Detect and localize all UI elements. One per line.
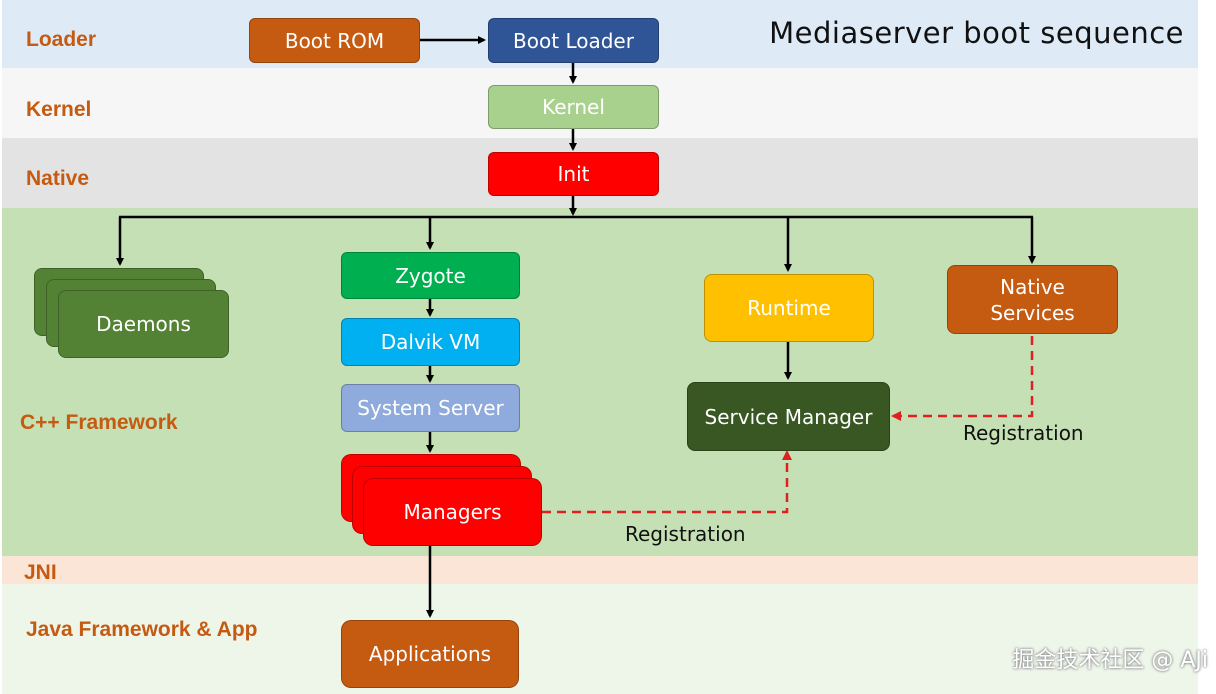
applications-node: Applications [341,620,519,688]
managers-node: Managers [363,478,542,546]
watermark-text: 掘金技术社区 @ AJi [1012,648,1208,673]
zygote-node: Zygote [341,252,520,299]
diagram-title: Mediaserver boot sequence [769,16,1184,50]
layer-label-cpp-framework: C++ Framework [20,411,178,434]
layer-label-jni: JNI [24,561,57,584]
jni-band [2,556,1198,584]
layer-label-loader: Loader [26,28,97,51]
daemons-node: Daemons [58,290,229,358]
layer-label-native: Native [26,167,90,190]
kernel-node: Kernel [488,85,659,129]
registration-label-native: Registration [963,421,1084,445]
native-services-label-line2: Services [990,300,1075,325]
edge-native-services-registration [891,336,1034,421]
dalvik-vm-node: Dalvik VM [341,318,520,366]
native-services-label-line1: Native [1000,274,1065,299]
init-node: Init [488,152,659,196]
boot-loader-node: Boot Loader [488,18,659,63]
boot-rom-node: Boot ROM [249,18,420,63]
runtime-node: Runtime [704,274,874,342]
layer-label-java-framework: Java Framework & App [26,618,258,641]
native-services-node: Native Services [947,265,1118,334]
edge-managers-registration [542,450,792,514]
system-server-node: System Server [341,384,520,432]
java-framework-band [2,584,1198,694]
layer-label-kernel: Kernel [26,98,92,121]
registration-label-managers: Registration [625,522,746,546]
service-manager-node: Service Manager [687,382,890,451]
